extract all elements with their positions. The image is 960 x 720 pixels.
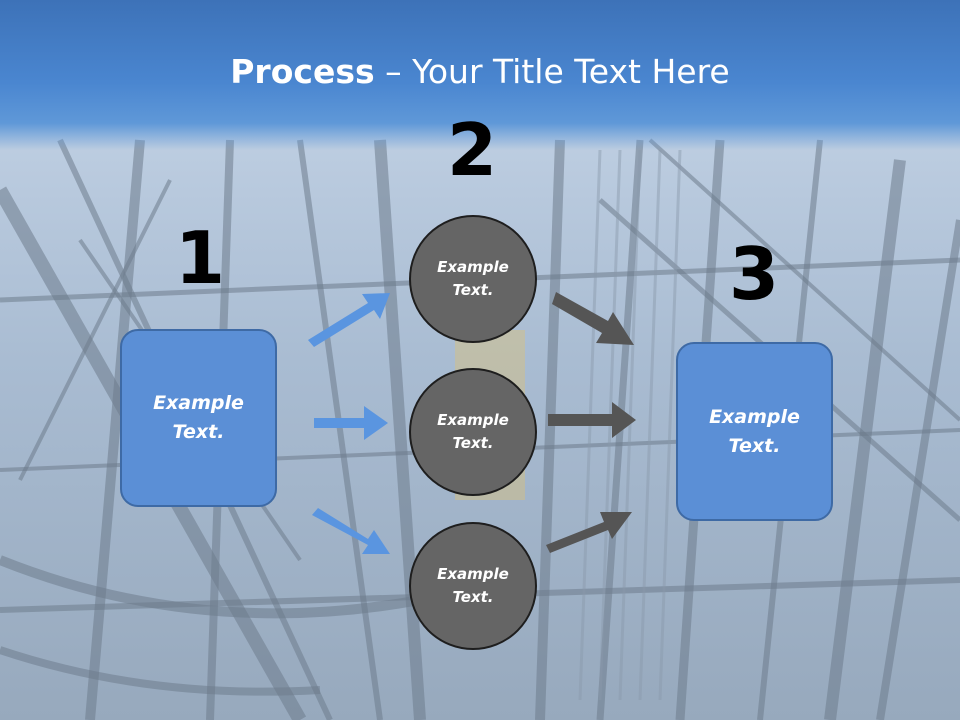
gray-arrows [546,292,636,553]
circle-top-text: Example Text. [437,256,509,302]
circle-middle-line2: Text. [452,434,494,452]
right-process-box[interactable]: Example Text. [676,342,833,521]
slide-title[interactable]: Process – Your Title Text Here [0,52,960,91]
circle-bottom-text: Example Text. [437,563,509,609]
blue-arrow-right [314,406,388,440]
left-box-line2: Text. [172,421,225,443]
circle-bottom-line2: Text. [452,588,494,606]
gray-arrow-down [552,292,634,345]
circle-bottom-line1: Example [437,565,509,583]
right-box-line2: Text. [728,434,781,457]
title-rest-part: – Your Title Text Here [374,52,730,91]
blue-arrow-up [308,293,390,347]
process-circle-middle[interactable]: Example Text. [409,368,537,496]
step-number-3: 3 [728,232,780,316]
left-process-box[interactable]: Example Text. [120,329,277,507]
blue-arrow-down [312,508,390,554]
left-box-text: Example Text. [153,389,244,447]
title-bold-part: Process [230,52,375,91]
circle-middle-text: Example Text. [437,409,509,455]
title-banner [0,0,960,150]
circle-middle-line1: Example [437,411,509,429]
gray-arrow-right [548,402,636,438]
right-box-text: Example Text. [709,403,800,461]
blue-arrows [308,293,390,554]
gray-arrow-up [546,512,632,553]
left-box-line1: Example [153,392,244,414]
circle-top-line1: Example [437,258,509,276]
process-circle-top[interactable]: Example Text. [409,215,537,343]
step-number-1: 1 [174,216,226,300]
right-box-line1: Example [709,405,800,428]
circle-top-line2: Text. [452,281,494,299]
process-circle-bottom[interactable]: Example Text. [409,522,537,650]
step-number-2: 2 [446,108,498,192]
